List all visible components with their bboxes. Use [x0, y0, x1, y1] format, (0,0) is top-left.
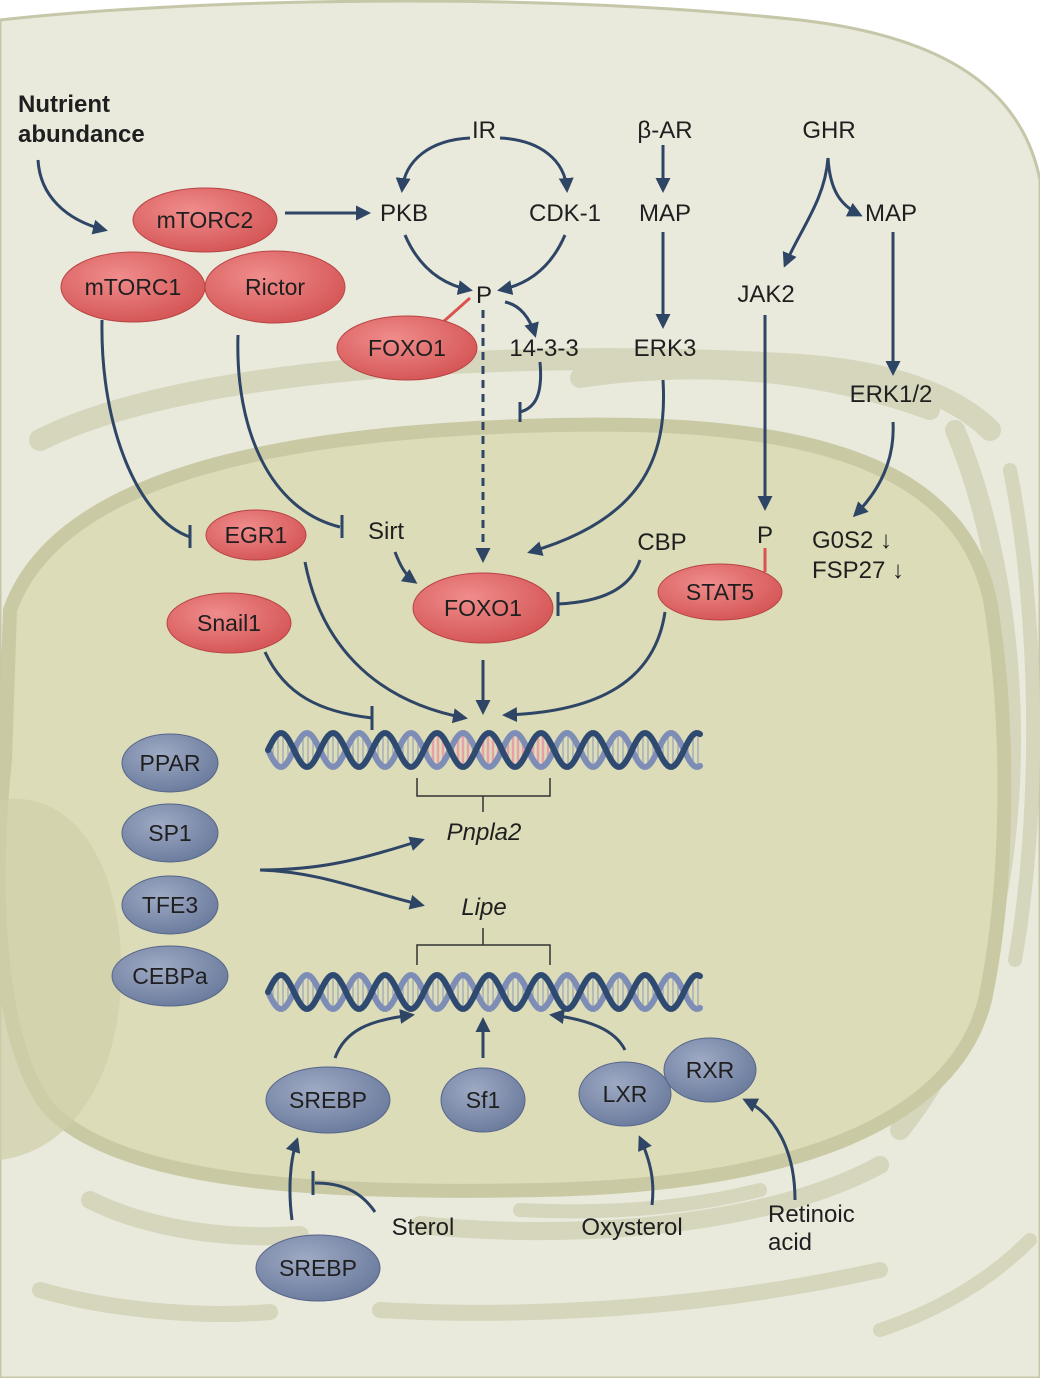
lxr-protein: LXR: [578, 1061, 672, 1127]
map-left-label: MAP: [639, 200, 691, 227]
foxo1-cyto-label: FOXO1: [368, 335, 446, 361]
arrow-erk3-foxo1: [527, 379, 666, 556]
ir-label: IR: [472, 117, 496, 144]
mtorc2-label: mTORC2: [157, 207, 254, 233]
cdk1-label: CDK-1: [529, 200, 601, 227]
inhibit-rictor-sirt: [236, 334, 341, 529]
arrow-oxysterol-lxr: [638, 1135, 655, 1206]
stat5-protein: STAT5: [657, 563, 783, 621]
oxysterol-label: Oxysterol: [581, 1214, 682, 1241]
rxr-protein: RXR: [663, 1037, 757, 1103]
snail1-label: Snail1: [197, 610, 261, 636]
cebpa-label: CEBPa: [132, 963, 208, 989]
nutrient-label-line2: abundance: [18, 121, 145, 148]
sf1-protein: Sf1: [440, 1067, 526, 1133]
foxo1-nuc-protein: FOXO1: [412, 572, 554, 644]
dna-helix-lipe: [265, 972, 703, 1012]
arrow-tf-pnpla2: [259, 836, 425, 872]
jak2-label: JAK2: [737, 281, 794, 308]
arrow-ir-pkb: [395, 136, 471, 193]
retinoic-label-line2: acid: [768, 1229, 812, 1256]
ppar-protein: PPAR: [121, 733, 219, 793]
tfe3-label: TFE3: [142, 892, 198, 918]
inhibit-cbp-foxo1: [557, 559, 642, 606]
inhibition-lines: [100, 319, 642, 1213]
inhibit-sterol-srebp: [314, 1181, 377, 1213]
arrow-pkb-p: [403, 234, 473, 295]
arrow-ir-cdk1: [499, 136, 574, 193]
erk3-label: ERK3: [634, 335, 697, 362]
erk12-label: ERK1/2: [850, 381, 933, 408]
pkb-label: PKB: [380, 200, 428, 227]
p-foxo1-label: P: [476, 282, 492, 309]
snail1-protein: Snail1: [166, 592, 292, 654]
srebp-nuc-protein: SREBP: [265, 1066, 391, 1134]
sp1-protein: SP1: [121, 803, 219, 863]
egr1-protein: EGR1: [205, 509, 307, 561]
sp1-label: SP1: [148, 820, 191, 846]
arrow-srebp-precursor: [285, 1137, 301, 1221]
map-right-label: MAP: [865, 200, 917, 227]
cebpa-protein: CEBPa: [111, 945, 229, 1007]
srebp-nuc-label: SREBP: [289, 1087, 367, 1113]
ppar-label: PPAR: [140, 750, 201, 776]
pnpla2-bracket: [416, 778, 551, 812]
arrow-nutrient-mtorc2: [36, 159, 108, 235]
arrow-tf-lipe: [259, 868, 425, 910]
rxr-label: RXR: [686, 1057, 735, 1083]
inhibit-mtorc1-egr1: [100, 319, 191, 539]
mtorc2-protein: mTORC2: [132, 187, 278, 253]
mtorc1-protein: mTORC1: [60, 251, 206, 323]
srebp-cyto-protein: SREBP: [255, 1234, 381, 1302]
arrow-cdk1-p: [497, 234, 567, 295]
arrow-sirt-foxo1: [393, 551, 418, 584]
fsp27-label: FSP27 ↓: [812, 557, 904, 584]
cbp-label: CBP: [637, 529, 686, 556]
1433-label: 14-3-3: [509, 335, 578, 362]
g0s2-label: G0S2 ↓: [812, 527, 892, 554]
phospho-bar-foxo1: [442, 296, 471, 324]
egr1-label: EGR1: [225, 522, 288, 548]
foxo1-nuc-label: FOXO1: [444, 595, 522, 621]
ghr-label: GHR: [802, 117, 855, 144]
mtorc1-label: mTORC1: [85, 274, 182, 300]
arrow-egr1-dna: [303, 561, 468, 724]
retinoic-label-line1: Retinoic: [768, 1201, 855, 1228]
beta-ar-label: β-AR: [637, 117, 692, 144]
lipe-gene-label: Lipe: [461, 894, 506, 921]
arrow-lxr-dna: [549, 1009, 627, 1051]
stat5-label: STAT5: [686, 579, 754, 605]
nutrient-label-line1: Nutrient: [18, 91, 110, 118]
srebp-cyto-label: SREBP: [279, 1255, 357, 1281]
rictor-protein: Rictor: [204, 250, 346, 324]
dna-helix-pnpla2: [265, 730, 703, 770]
arrow-p-1433: [504, 300, 539, 338]
p-stat5-label: P: [757, 522, 773, 549]
inhibit-snail1-dna: [263, 651, 373, 720]
tfe3-protein: TFE3: [121, 875, 219, 935]
arrow-retinoic-rxr: [742, 1098, 797, 1201]
sterol-label: Sterol: [392, 1214, 455, 1241]
arrow-ghr-map: [826, 157, 863, 217]
lxr-label: LXR: [603, 1081, 648, 1107]
inhibit-1433: [519, 361, 543, 414]
lipe-bracket: [416, 928, 551, 965]
rictor-label: Rictor: [245, 274, 305, 300]
activation-arrows: [36, 136, 901, 1221]
arrow-stat5-dna: [502, 611, 667, 723]
sf1-label: Sf1: [466, 1087, 501, 1113]
sirt-label: Sirt: [368, 518, 404, 545]
pnpla2-gene-label: Pnpla2: [447, 819, 522, 846]
arrow-srebp-dna: [333, 1008, 415, 1059]
arrow-ghr-jak2: [782, 157, 830, 268]
foxo1-cyto-protein: FOXO1: [336, 315, 478, 381]
arrow-erk12-g0s2: [852, 421, 895, 518]
